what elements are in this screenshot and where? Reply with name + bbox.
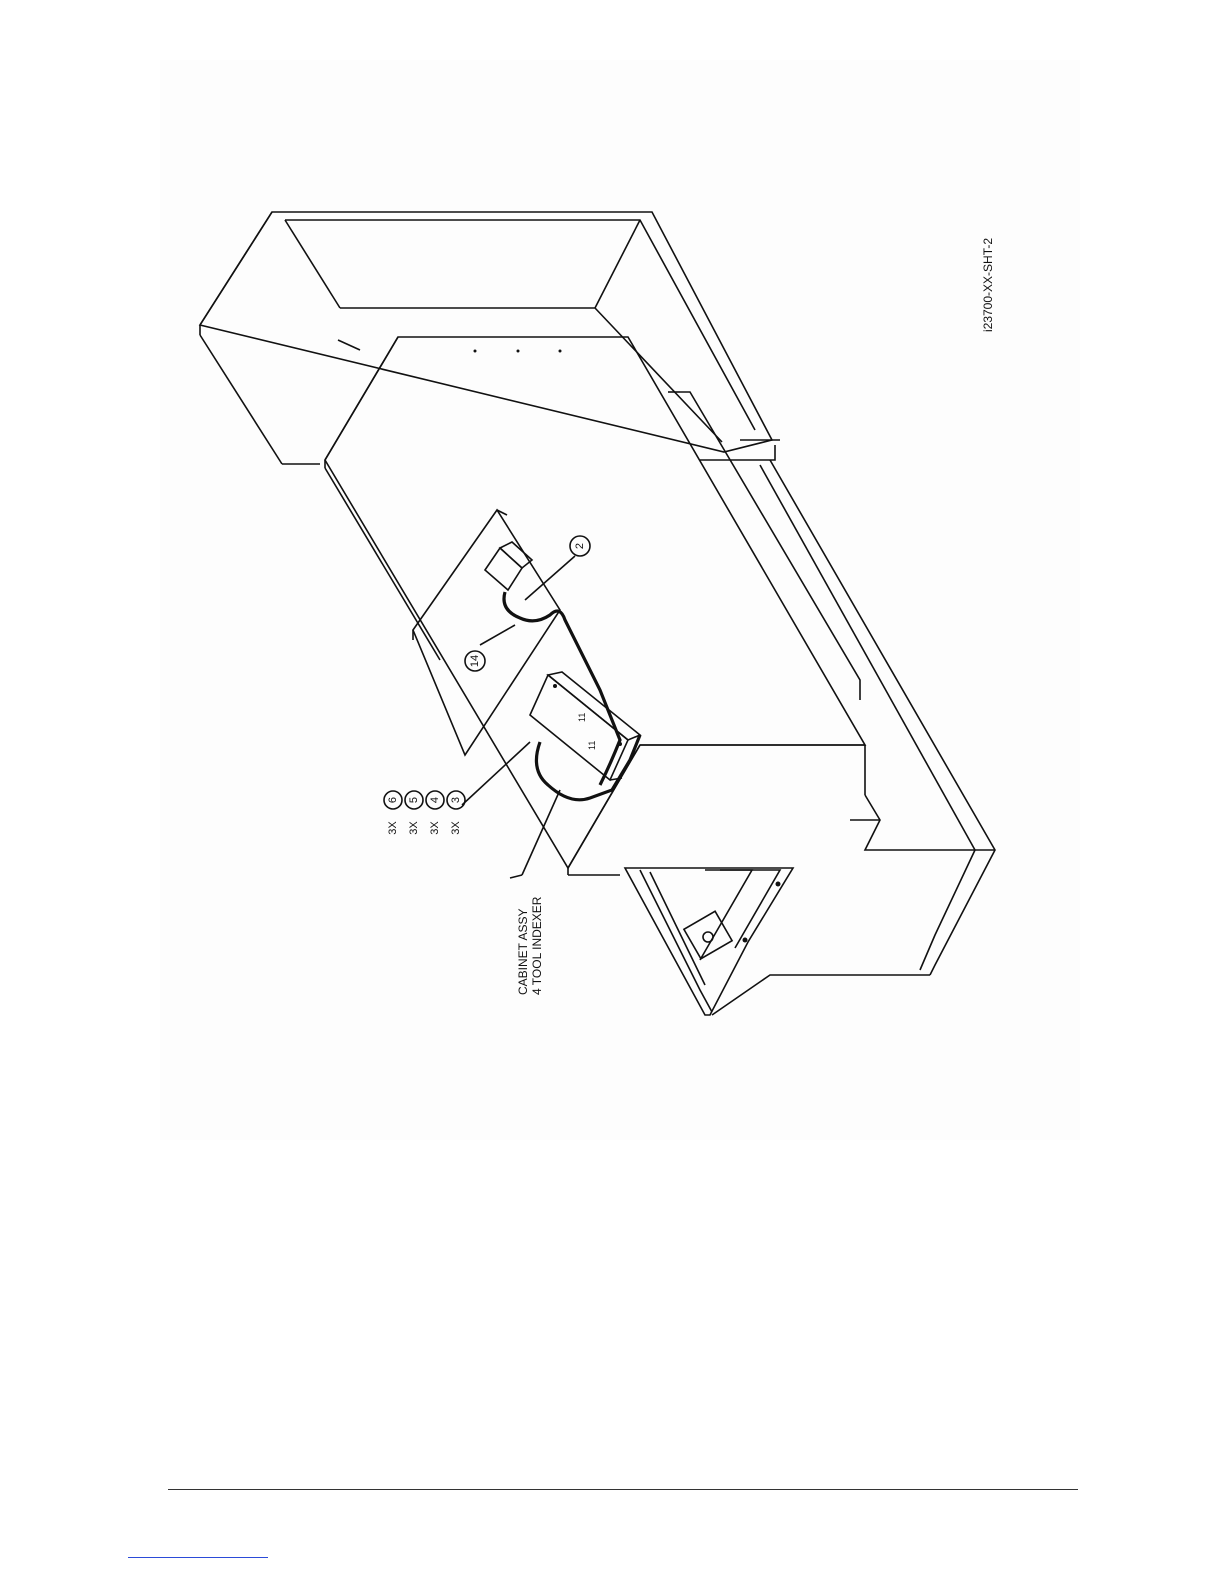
- callout-row-5: 3X 5: [405, 791, 423, 835]
- qty-6: 3X: [387, 821, 399, 835]
- balloon-2: 2: [570, 536, 590, 556]
- qty-4: 3X: [429, 821, 441, 835]
- quantity-callouts: 3X 6 3X 5 3X 4 3X 3: [384, 791, 465, 835]
- indexer-control-box: 11 11: [530, 672, 640, 800]
- main-cabinet: [325, 337, 865, 875]
- note-line-2: 4 TOOL INDEXER: [530, 896, 544, 995]
- item-4: 4: [429, 797, 441, 803]
- callout-row-4: 3X 4: [426, 791, 444, 835]
- svg-text:11: 11: [587, 741, 597, 750]
- hinged-cover-panel: [413, 510, 560, 755]
- footer-rule: [168, 1489, 1078, 1490]
- qty-5: 3X: [408, 821, 420, 835]
- tool-bay: [625, 868, 793, 1015]
- machine-base: [568, 392, 995, 1015]
- cabinet-assy-note: CABINET ASSY 4 TOOL INDEXER: [516, 896, 544, 995]
- callout-row-6: 3X 6: [384, 791, 402, 835]
- footer-link-underline[interactable]: [128, 1557, 268, 1558]
- module-2: [485, 542, 620, 785]
- balloon-2-text: 2: [574, 543, 586, 549]
- balloon-14: 14: [465, 651, 485, 671]
- svg-text:11: 11: [577, 713, 587, 722]
- item-5: 5: [408, 797, 420, 803]
- balloon-14-text: 14: [469, 655, 481, 667]
- callout-row-3: 3X 3: [447, 791, 465, 835]
- note-line-1: CABINET ASSY: [516, 909, 530, 995]
- drawing-number: i23700-XX-SHT-2: [981, 238, 995, 332]
- qty-3: 3X: [450, 821, 462, 835]
- item-6: 6: [387, 797, 399, 803]
- item-3: 3: [450, 797, 462, 803]
- rear-enclosure: [200, 212, 772, 464]
